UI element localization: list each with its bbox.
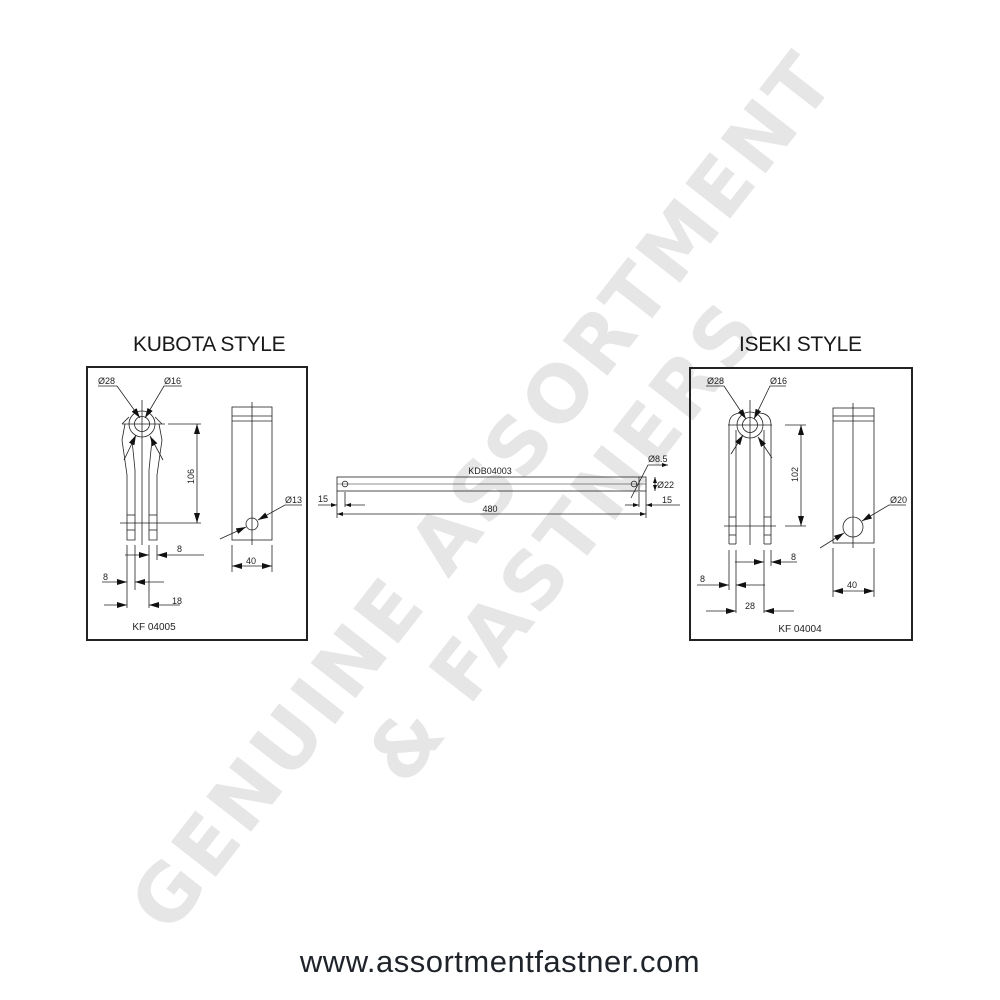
iseki-dim-prong-width: 8	[700, 574, 705, 584]
iseki-dim-width: 40	[847, 580, 857, 590]
kubota-frame	[86, 366, 308, 641]
iseki-dim-bore-dia: Ø16	[770, 376, 787, 386]
center-bar-dim-right-offset: 15	[662, 495, 672, 505]
kubota-dim-pin-hole: Ø13	[285, 495, 302, 505]
center-bar-dim-hole-dia: Ø8.5	[648, 454, 668, 464]
center-bar-drawing	[318, 463, 680, 518]
iseki-dim-prong-span: 28	[745, 601, 755, 611]
iseki-drawing-panel	[689, 367, 913, 641]
kubota-dim-bore-dia: Ø16	[164, 376, 181, 386]
kubota-part-code: KF 04005	[132, 622, 176, 633]
kubota-style-title: KUBOTA STYLE	[133, 333, 286, 356]
center-bar-labels: KDB04003 Ø8.5 Ø22 15 15 480	[318, 454, 674, 514]
iseki-dimension-labels: Ø28 Ø16 102 Ø20 40 8 8 28 KF 04004	[700, 376, 907, 635]
website-url[interactable]: www.assortmentfastner.com	[299, 944, 701, 979]
kubota-dim-slot-gap: 8	[177, 544, 182, 554]
iseki-dim-pin-hole: Ø20	[890, 495, 907, 505]
iseki-dim-length: 102	[790, 467, 800, 482]
kubota-drawing-panel	[86, 366, 308, 641]
kubota-side-view	[219, 402, 302, 572]
kubota-dimension-labels: Ø28 Ø16 106 Ø13 40 8 8 18 KF 04005	[98, 376, 302, 633]
kubota-dim-length: 106	[186, 469, 196, 484]
iseki-dim-outer-dia: Ø28	[707, 376, 724, 386]
kubota-dim-outer-dia: Ø28	[98, 376, 115, 386]
center-bar-part-code: KDB04003	[468, 466, 512, 476]
iseki-style-title: ISEKI STYLE	[739, 333, 862, 356]
iseki-front-view	[697, 385, 806, 614]
center-bar-dim-left-offset: 15	[318, 494, 328, 504]
kubota-dim-prong-width: 8	[103, 572, 108, 582]
center-bar-dim-bar-dia: Ø22	[657, 480, 674, 490]
iseki-dim-slot-gap: 8	[791, 552, 796, 562]
kubota-dim-width: 40	[246, 556, 256, 566]
kubota-front-view	[98, 385, 204, 608]
kubota-dim-prong-span: 18	[172, 596, 182, 606]
iseki-frame	[689, 367, 913, 641]
center-bar-dim-length: 480	[482, 504, 497, 514]
iseki-part-code: KF 04004	[778, 624, 822, 635]
iseki-side-view	[819, 403, 906, 597]
